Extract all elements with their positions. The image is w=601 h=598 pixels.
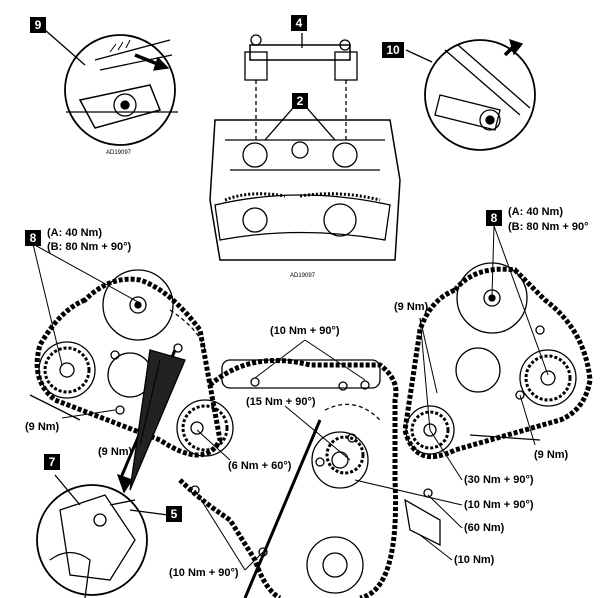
callout-9: 9	[30, 17, 46, 33]
torque-left-9nm: (9 Nm)	[25, 421, 60, 433]
callout-4: 4	[291, 15, 307, 31]
torque-top-center: (10 Nm + 90°)	[270, 325, 340, 337]
torque-right-30nm: (30 Nm + 90°)	[464, 474, 534, 486]
leader-lines	[32, 225, 549, 571]
torque-left-9nm-lower: (9 Nm)	[98, 446, 133, 458]
engine-top-view	[209, 33, 401, 261]
image-code-engine: AD19097	[290, 273, 316, 279]
torque-right-b: (B: 80 Nm + 90°	[508, 221, 589, 233]
primary-chain	[169, 309, 441, 598]
callout-8-left: 8	[25, 230, 41, 246]
torque-right-10nm: (10 Nm + 90°)	[464, 499, 534, 511]
torque-left-a: (A: 40 Nm)	[47, 227, 103, 239]
callout-8-right: 8	[486, 210, 502, 226]
callout-5: 5	[166, 506, 182, 522]
torque-right-9nm-lower: (9 Nm)	[534, 449, 569, 461]
image-code-inset: AD19097	[106, 150, 132, 156]
callout-10: 10	[382, 42, 404, 58]
torque-right-a: (A: 40 Nm)	[508, 206, 564, 218]
inset-9-magnified-view	[44, 29, 178, 146]
torque-right-60nm: (60 Nm)	[464, 522, 505, 534]
inset-10-magnified-view	[405, 38, 536, 151]
torque-bottom-10nm: (10 Nm + 90°)	[169, 567, 239, 579]
torque-center-6nm: (6 Nm + 60°)	[228, 460, 292, 472]
torque-center-15nm: (15 Nm + 90°)	[246, 396, 316, 408]
callout-7: 7	[44, 454, 60, 470]
torque-right-10nm-plain: (10 Nm)	[454, 554, 495, 566]
torque-left-b: (B: 80 Nm + 90°)	[47, 241, 132, 253]
inset-7-tensioner-view	[36, 473, 169, 598]
callout-2: 2	[292, 93, 308, 109]
right-timing-chain	[402, 262, 593, 460]
torque-right-9nm-top: (9 Nm)	[394, 301, 429, 313]
